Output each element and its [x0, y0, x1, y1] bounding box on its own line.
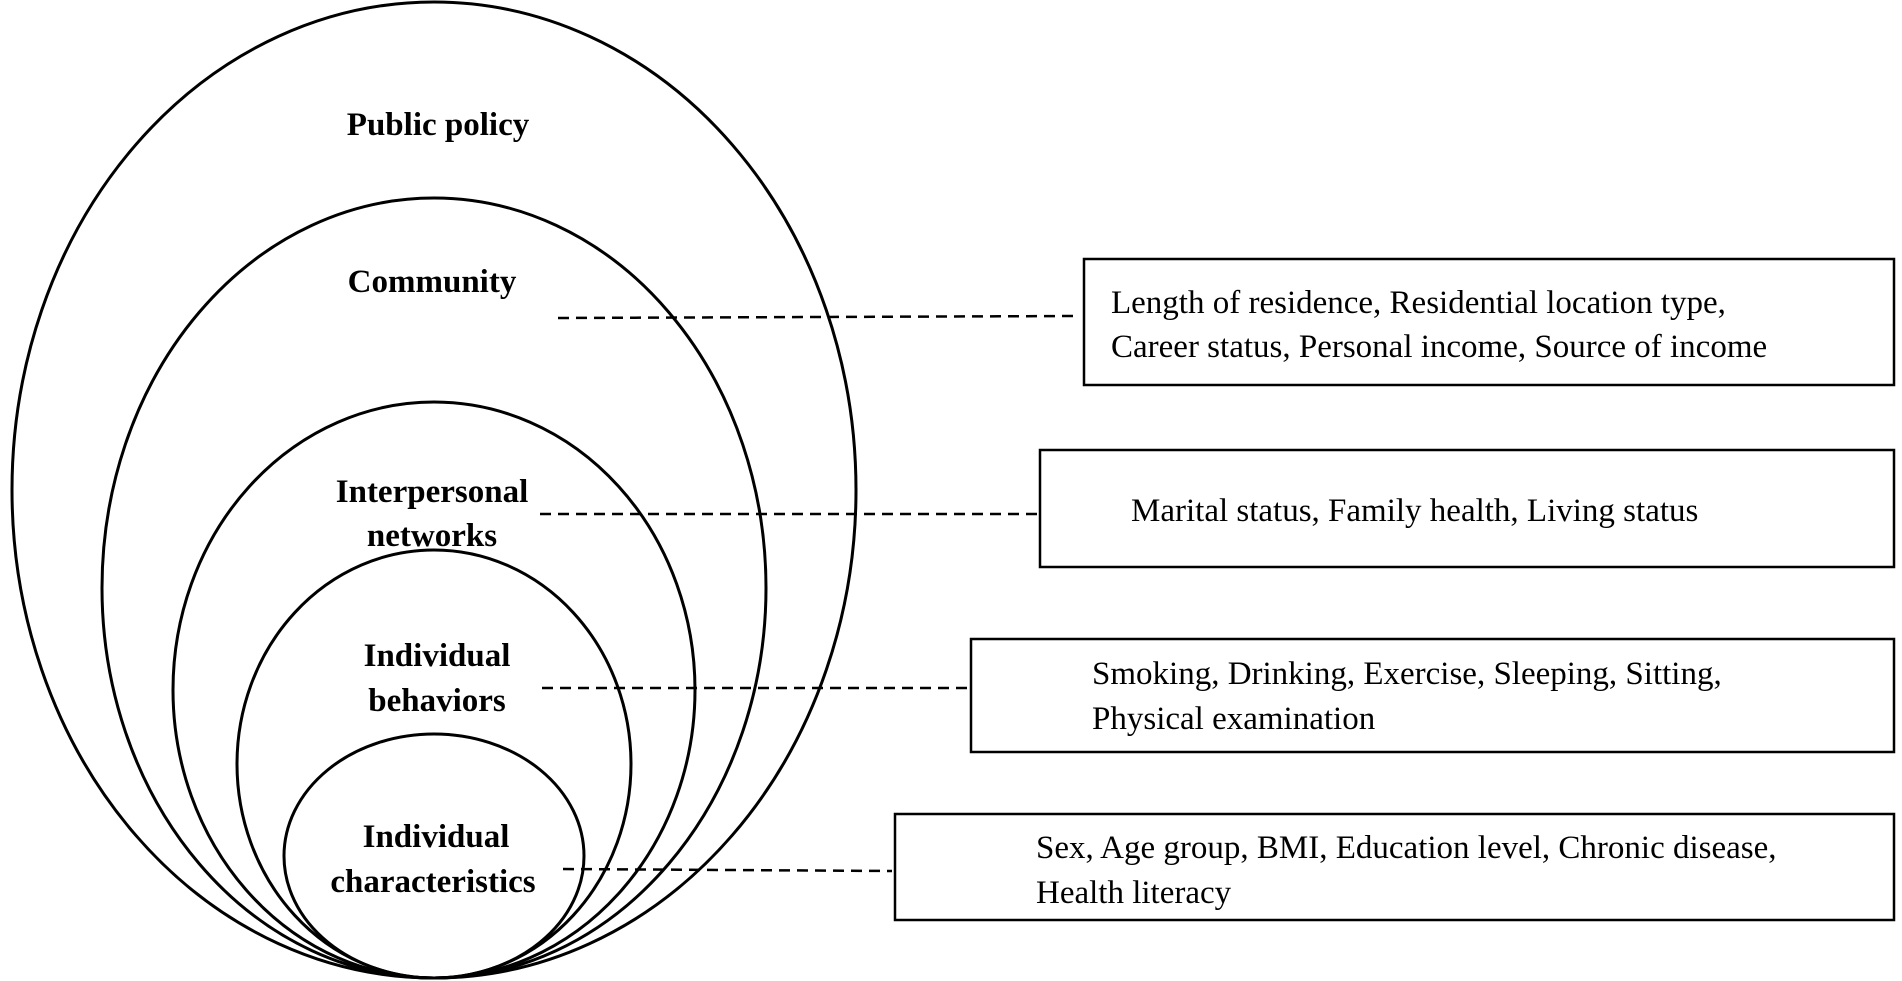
characteristics-connector	[562, 867, 893, 873]
community-factors-line1: Length of residence, Residential locatio…	[1111, 285, 1726, 321]
interpersonal-label-line2: networks	[367, 518, 497, 554]
community-factors-box: Length of residence, Residential locatio…	[1082, 257, 1896, 387]
community-label: Community	[348, 264, 517, 300]
characteristics-label-line2: characteristics	[330, 864, 535, 900]
characteristics-label-line1: Individual	[363, 819, 510, 855]
interpersonal-factors-line1: Marital status, Family health, Living st…	[1131, 493, 1698, 529]
characteristics-factors-box: Sex, Age group, BMI, Education level, Ch…	[893, 812, 1896, 922]
characteristics-factors-line2: Health literacy	[1036, 875, 1232, 911]
community-factors-line2: Career status, Personal income, Source o…	[1111, 329, 1767, 365]
characteristics-ring	[282, 732, 586, 980]
behaviors-label-line1: Individual	[364, 638, 511, 674]
interpersonal-factors-box: Marital status, Family health, Living st…	[1038, 448, 1896, 569]
characteristics-factors-line1: Sex, Age group, BMI, Education level, Ch…	[1036, 830, 1777, 866]
public-policy-label: Public policy	[347, 107, 530, 143]
interpersonal-label-line1: Interpersonal	[336, 474, 529, 510]
behaviors-ring	[235, 548, 633, 980]
behaviors-factors-box: Smoking, Drinking, Exercise, Sleeping, S…	[969, 637, 1896, 754]
behaviors-factors-line1: Smoking, Drinking, Exercise, Sleeping, S…	[1092, 656, 1722, 692]
community-ring	[100, 196, 768, 980]
behaviors-factors-line2: Physical examination	[1092, 701, 1375, 737]
community-connector	[557, 314, 1076, 320]
behaviors-label-line2: behaviors	[368, 683, 506, 719]
